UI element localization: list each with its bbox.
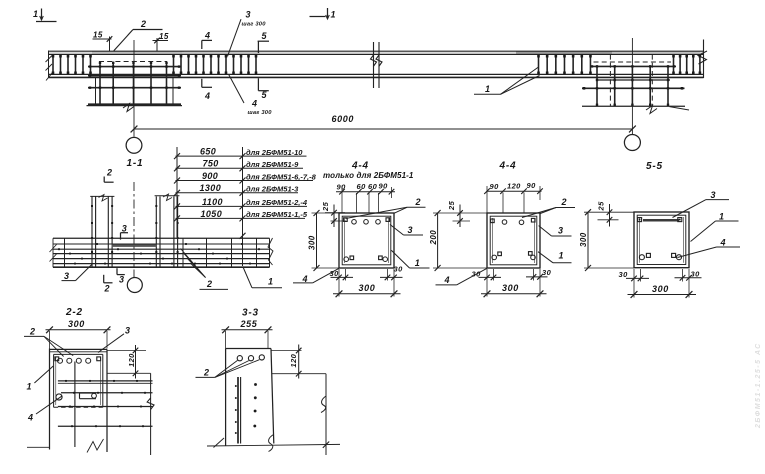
svg-text:2БФМ51-1.25-5 АС: 2БФМ51-1.25-5 АС xyxy=(755,342,762,429)
svg-text:6000: 6000 xyxy=(332,114,354,124)
svg-text:3: 3 xyxy=(119,275,124,285)
svg-text:3: 3 xyxy=(122,224,127,234)
svg-text:для 2БФМ51-9: для 2БФМ51-9 xyxy=(246,160,299,169)
svg-text:60: 60 xyxy=(368,182,378,191)
svg-text:300: 300 xyxy=(359,283,376,293)
svg-text:3: 3 xyxy=(558,226,563,236)
svg-text:1: 1 xyxy=(33,9,38,19)
svg-text:4-4: 4-4 xyxy=(351,161,369,172)
svg-text:750: 750 xyxy=(203,159,219,169)
svg-text:25: 25 xyxy=(447,200,456,211)
svg-text:для 2БФМ51-2,-4: для 2БФМ51-2,-4 xyxy=(246,198,308,207)
svg-text:2: 2 xyxy=(206,279,212,289)
svg-text:1100: 1100 xyxy=(202,197,223,207)
svg-text:300: 300 xyxy=(579,232,588,247)
svg-text:4-4: 4-4 xyxy=(499,161,517,172)
svg-text:25: 25 xyxy=(321,201,330,212)
svg-text:90: 90 xyxy=(337,183,347,192)
svg-text:4: 4 xyxy=(204,91,210,101)
svg-text:30: 30 xyxy=(619,270,629,279)
svg-text:4: 4 xyxy=(204,31,210,41)
svg-text:3-3: 3-3 xyxy=(242,308,259,319)
svg-text:2: 2 xyxy=(29,327,35,337)
svg-text:30: 30 xyxy=(394,265,404,274)
svg-text:2: 2 xyxy=(561,197,567,207)
svg-text:255: 255 xyxy=(240,319,258,329)
svg-text:30: 30 xyxy=(542,268,552,277)
svg-text:200: 200 xyxy=(429,230,438,246)
svg-text:5-5: 5-5 xyxy=(646,161,663,172)
svg-text:120: 120 xyxy=(127,353,136,367)
svg-text:1050: 1050 xyxy=(201,209,223,219)
svg-text:2: 2 xyxy=(203,368,209,378)
svg-text:4: 4 xyxy=(444,275,450,285)
svg-text:900: 900 xyxy=(202,171,218,181)
svg-text:для 2БФМ51-10: для 2БФМ51-10 xyxy=(246,148,303,157)
svg-text:1: 1 xyxy=(331,10,336,20)
svg-text:для 2БФМ51-3: для 2БФМ51-3 xyxy=(246,185,299,194)
svg-text:2: 2 xyxy=(104,284,110,294)
svg-text:60: 60 xyxy=(357,182,367,191)
svg-text:3: 3 xyxy=(408,225,413,235)
svg-text:15: 15 xyxy=(93,31,103,40)
svg-text:2: 2 xyxy=(140,19,146,29)
svg-text:2: 2 xyxy=(106,168,112,178)
svg-text:для 2БФМ51-6,-7,-8: для 2БФМ51-6,-7,-8 xyxy=(246,172,317,181)
svg-text:120: 120 xyxy=(289,353,298,367)
svg-text:300: 300 xyxy=(308,235,317,250)
svg-text:1300: 1300 xyxy=(200,183,222,193)
svg-text:5: 5 xyxy=(262,31,268,41)
svg-text:для 2БФМ51-1,-5: для 2БФМ51-1,-5 xyxy=(246,210,308,219)
svg-text:1: 1 xyxy=(27,382,32,392)
svg-text:25: 25 xyxy=(597,201,606,212)
svg-text:1: 1 xyxy=(268,277,273,287)
svg-text:4: 4 xyxy=(251,99,257,109)
svg-text:90: 90 xyxy=(490,182,500,191)
svg-text:1: 1 xyxy=(415,258,420,268)
svg-text:120: 120 xyxy=(507,181,521,190)
svg-text:1: 1 xyxy=(719,212,724,222)
svg-text:3: 3 xyxy=(125,326,130,336)
svg-text:30: 30 xyxy=(472,269,482,278)
svg-text:шаг 300: шаг 300 xyxy=(248,110,273,116)
svg-text:4: 4 xyxy=(302,274,308,284)
svg-text:30: 30 xyxy=(691,269,701,278)
svg-text:90: 90 xyxy=(379,182,389,191)
svg-text:300: 300 xyxy=(652,284,669,294)
svg-text:5: 5 xyxy=(262,90,268,100)
svg-text:15: 15 xyxy=(159,32,169,41)
svg-text:2: 2 xyxy=(415,197,421,207)
svg-text:шаг 300: шаг 300 xyxy=(242,22,267,28)
svg-text:4: 4 xyxy=(27,413,33,423)
svg-text:3: 3 xyxy=(246,10,251,20)
svg-text:1: 1 xyxy=(559,251,564,261)
svg-text:30: 30 xyxy=(330,269,340,278)
svg-text:4: 4 xyxy=(720,238,726,248)
svg-text:90: 90 xyxy=(527,181,537,190)
svg-text:1: 1 xyxy=(485,84,490,94)
svg-text:650: 650 xyxy=(200,147,216,157)
svg-text:только для 2БФМ51-1: только для 2БФМ51-1 xyxy=(323,171,414,180)
svg-text:1-1: 1-1 xyxy=(127,158,144,169)
svg-text:3: 3 xyxy=(64,271,69,281)
svg-text:3: 3 xyxy=(711,190,716,200)
svg-text:300: 300 xyxy=(502,283,519,293)
svg-text:300: 300 xyxy=(68,319,85,329)
svg-text:2-2: 2-2 xyxy=(65,307,83,318)
